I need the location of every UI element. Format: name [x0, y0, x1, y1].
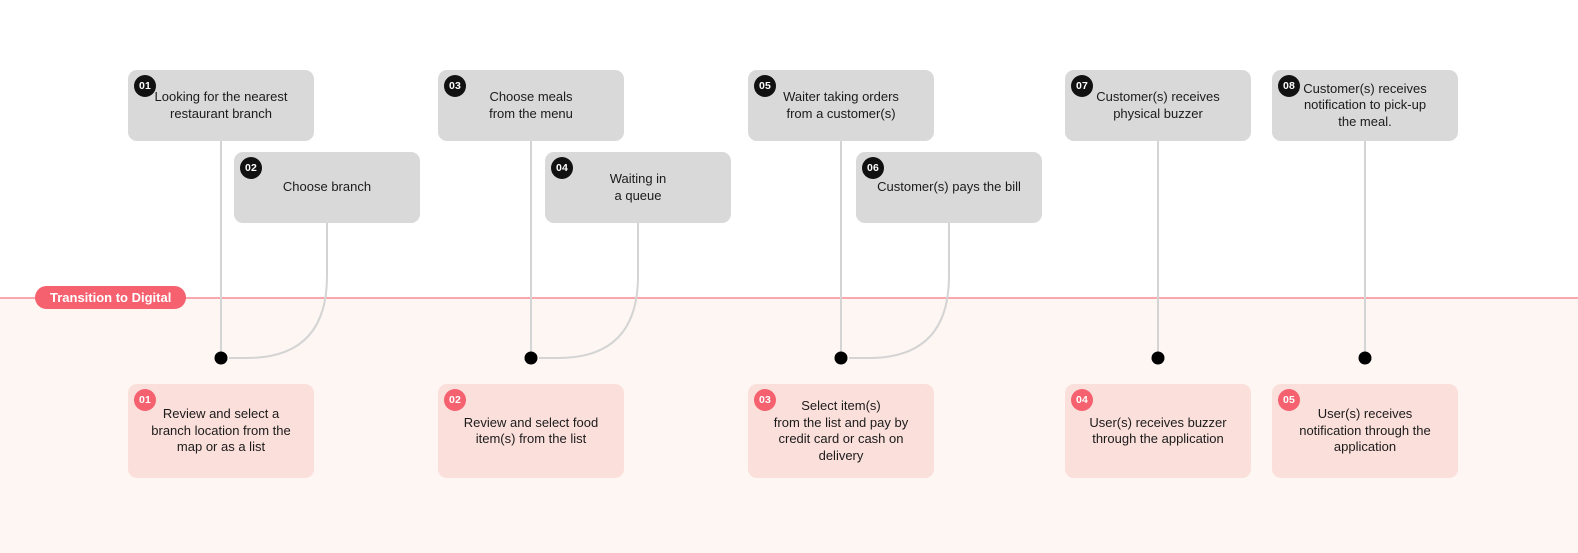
- digital-step-4: 04 User(s) receives buzzer through the a…: [1065, 384, 1251, 478]
- step-number-badge: 05: [754, 75, 776, 97]
- digital-step-5: 05 User(s) receives notification through…: [1272, 384, 1458, 478]
- physical-step-1: 01 Looking for the nearest restaurant br…: [128, 70, 314, 141]
- physical-step-7: 07 Customer(s) receives physical buzzer: [1065, 70, 1251, 141]
- step-label: Choose branch: [282, 179, 372, 195]
- step-number-badge: 05: [1278, 389, 1300, 411]
- step-label: Review and select a branch location from…: [151, 406, 291, 455]
- physical-step-5: 05 Waiter taking orders from a customer(…: [748, 70, 934, 141]
- digital-step-1: 01 Review and select a branch location f…: [128, 384, 314, 478]
- step-label: Looking for the nearest restaurant branc…: [154, 89, 288, 121]
- step-number-badge: 04: [551, 157, 573, 179]
- physical-step-3: 03 Choose meals from the menu: [438, 70, 624, 141]
- step-label: Waiting in a queue: [609, 171, 667, 203]
- step-label: Customer(s) receives notification to pic…: [1303, 80, 1427, 129]
- step-number-badge: 06: [862, 157, 884, 179]
- transition-divider-line: [0, 297, 1578, 299]
- digital-step-3: 03 Select item(s) from the list and pay …: [748, 384, 934, 478]
- step-number-badge: 08: [1278, 75, 1300, 97]
- step-label: Customer(s) receives physical buzzer: [1096, 89, 1220, 121]
- physical-step-4: 04 Waiting in a queue: [545, 152, 731, 223]
- step-number-badge: 01: [134, 75, 156, 97]
- step-label: Select item(s) from the list and pay by …: [773, 398, 909, 463]
- digital-step-2: 02 Review and select food item(s) from t…: [438, 384, 624, 478]
- step-number-badge: 07: [1071, 75, 1093, 97]
- step-number-badge: 01: [134, 389, 156, 411]
- step-number-badge: 03: [444, 75, 466, 97]
- transition-to-digital-badge: Transition to Digital: [35, 286, 187, 309]
- physical-step-8: 08 Customer(s) receives notification to …: [1272, 70, 1458, 141]
- step-label: User(s) receives buzzer through the appl…: [1089, 414, 1227, 447]
- step-label: Customer(s) pays the bill: [877, 179, 1021, 195]
- step-number-badge: 03: [754, 389, 776, 411]
- step-label: Choose meals from the menu: [489, 89, 573, 121]
- step-number-badge: 02: [240, 157, 262, 179]
- step-label: Review and select food item(s) from the …: [463, 414, 599, 447]
- step-label: Waiter taking orders from a customer(s): [783, 89, 899, 121]
- step-label: User(s) receives notification through th…: [1299, 406, 1431, 455]
- step-number-badge: 02: [444, 389, 466, 411]
- physical-step-6: 06 Customer(s) pays the bill: [856, 152, 1042, 223]
- physical-step-2: 02 Choose branch: [234, 152, 420, 223]
- step-number-badge: 04: [1071, 389, 1093, 411]
